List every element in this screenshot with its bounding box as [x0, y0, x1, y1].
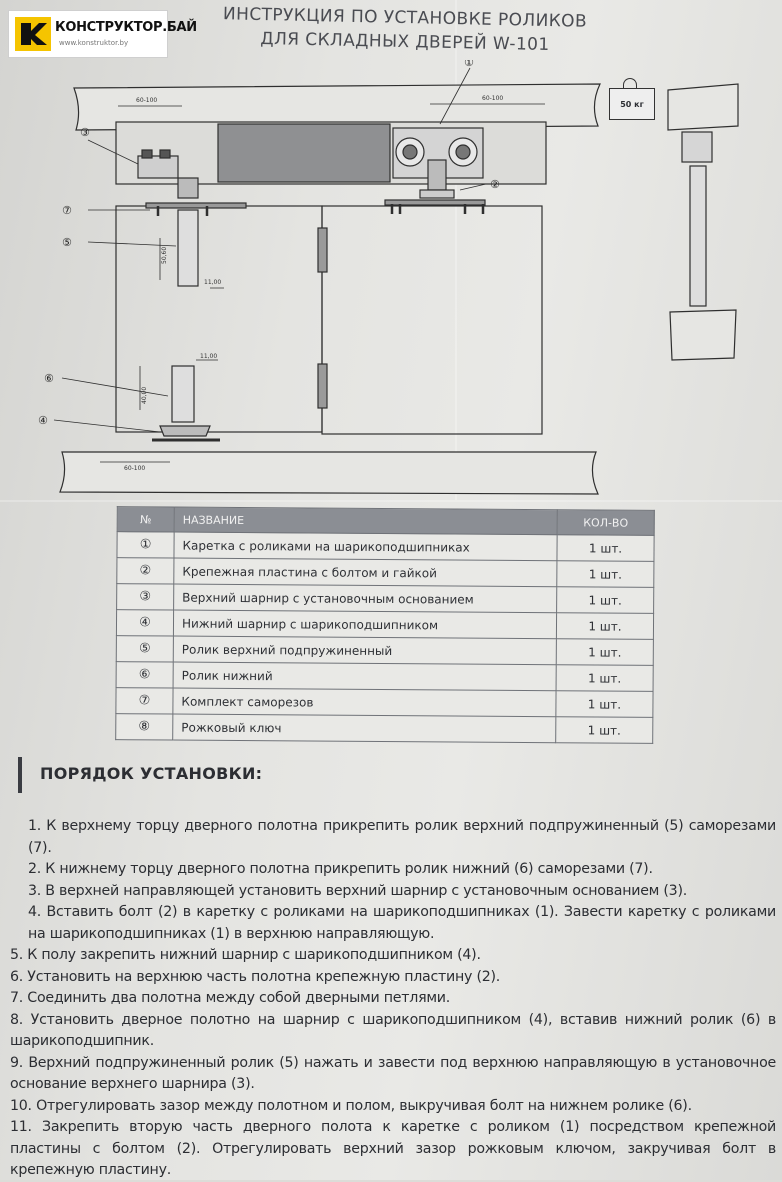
table-row: ⑧ Рожковый ключ 1 шт.: [115, 713, 653, 744]
dim-roller-height: 50,60: [161, 247, 168, 264]
header-name: НАЗВАНИЕ: [174, 507, 558, 535]
table-row: ③ Верхний шарнир с установочным основани…: [116, 583, 654, 614]
row-qty: 1 шт.: [555, 690, 654, 718]
dim-top-right: 60-100: [482, 95, 503, 102]
header-qty: КОЛ-ВО: [557, 509, 655, 536]
row-num: ⑥: [116, 661, 174, 689]
step-item: 10. Отрегулировать зазор между полотном …: [10, 1097, 692, 1114]
row-name: Комплект саморезов: [172, 688, 557, 717]
dim-bottom-left: 60-100: [124, 465, 145, 472]
step-item: 8. Установить дверное полотно на шарнир …: [10, 1011, 776, 1050]
door-panel-right: [321, 205, 543, 435]
dim-lower-width: 11,00: [200, 353, 217, 360]
row-qty: 1 шт.: [556, 534, 655, 562]
step-item: 7. Соединить два полотна между собой две…: [10, 990, 451, 1006]
brand-logo: КОНСТРУКТОР.БАЙ www.konstruktor.by: [8, 10, 197, 58]
floor-beam: [59, 451, 599, 495]
callout-3: ③: [80, 126, 90, 139]
section-title: ПОРЯДОК УСТАНОВКИ:: [40, 764, 263, 783]
callout-1: ①: [464, 60, 474, 69]
row-qty: 1 шт.: [556, 560, 654, 588]
logo-url: www.konstruktor.by: [59, 39, 129, 47]
row-num: ④: [116, 609, 174, 637]
dim-roller-width: 11,00: [204, 279, 221, 286]
callout-4: ④: [38, 414, 48, 427]
dim-lower-height: 40,00: [141, 387, 148, 404]
step-item: 1. К верхнему торцу дверного полотна при…: [28, 818, 776, 856]
step-item: 4. Вставить болт (2) в каретку с роликам…: [28, 904, 776, 942]
table-row: ④ Нижний шарнир с шарикоподшипником 1 шт…: [116, 609, 654, 640]
bottom-roller: [171, 365, 195, 423]
installation-drawing: 60-100 60-100 60-100 11,00 11,00 50,60 4…: [38, 60, 739, 495]
row-qty: 1 шт.: [556, 638, 654, 666]
callout-7: ⑦: [62, 204, 72, 217]
rail-gap: [217, 123, 391, 183]
step-item: 2. К нижнему торцу дверного полотна прик…: [28, 861, 653, 877]
row-num: ③: [116, 583, 174, 611]
row-qty: 1 шт.: [556, 664, 654, 692]
row-num: ⑦: [115, 687, 174, 715]
row-name: Ролик нижний: [173, 662, 557, 691]
logo-mark-icon: [15, 17, 51, 51]
logo-name: КОНСТРУКТОР.БАЙ: [55, 20, 197, 35]
paper-fold: [0, 500, 782, 502]
weight-badge: 50 кг: [609, 88, 655, 120]
paper-fold: [455, 0, 457, 500]
callout-2: ②: [490, 178, 500, 191]
dim-top-left: 60-100: [136, 97, 157, 104]
step-item: 11. Закрепить вторую часть дверного поло…: [10, 1119, 776, 1178]
row-name: Нижний шарнир с шарикоподшипником: [173, 610, 557, 639]
table-row: ① Каретка с роликами на шарикоподшипника…: [116, 531, 655, 562]
table-row: ⑤ Ролик верхний подпружиненный 1 шт.: [116, 635, 654, 666]
top-roller: [177, 209, 199, 287]
parts-table: № НАЗВАНИЕ КОЛ-ВО ① Каретка с роликами н…: [115, 506, 655, 744]
row-name: Ролик верхний подпружиненный: [173, 636, 557, 665]
step-item: 5. К полу закрепить нижний шарнир с шари…: [10, 947, 481, 963]
table-row: ② Крепежная пластина с болтом и гайкой 1…: [116, 557, 654, 588]
top-beam: [73, 83, 601, 131]
table-row: ⑥ Ролик нижний 1 шт.: [116, 661, 654, 692]
row-num: ①: [116, 531, 175, 559]
weight-hook-icon: [623, 78, 637, 89]
section-accent-bar: [18, 757, 22, 793]
step-item: 9. Верхний подпружиненный ролик (5) нажа…: [10, 1054, 776, 1093]
row-qty: 1 шт.: [555, 716, 653, 744]
step-item: 6. Установить на верхнюю часть полотна к…: [10, 968, 501, 985]
door-hinge-top: [317, 227, 328, 273]
installation-steps: 1. К верхнему торцу дверного полотна при…: [10, 816, 776, 1182]
row-num: ②: [116, 557, 174, 585]
row-num: ⑧: [115, 713, 173, 741]
header-num: №: [117, 506, 175, 533]
callout-5: ⑤: [62, 236, 72, 249]
row-num: ⑤: [116, 635, 174, 663]
row-name: Каретка с роликами на шарикоподшипниках: [173, 532, 558, 561]
row-name: Рожковый ключ: [172, 714, 556, 743]
top-hinge: [137, 155, 179, 179]
step-item: 3. В верхней направляющей установить вер…: [28, 882, 688, 899]
page-title-line2: ДЛЯ СКЛАДНЫХ ДВЕРЕЙ W-101: [260, 28, 550, 56]
row-qty: 1 шт.: [556, 612, 654, 640]
door-hinge-bottom: [317, 363, 328, 409]
callout-6: ⑥: [44, 372, 54, 385]
table-header-row: № НАЗВАНИЕ КОЛ-ВО: [117, 506, 655, 536]
row-name: Верхний шарнир с установочным основанием: [173, 584, 557, 613]
row-qty: 1 шт.: [556, 586, 654, 614]
table-row: ⑦ Комплект саморезов 1 шт.: [115, 687, 654, 718]
row-name: Крепежная пластина с болтом и гайкой: [173, 558, 557, 587]
